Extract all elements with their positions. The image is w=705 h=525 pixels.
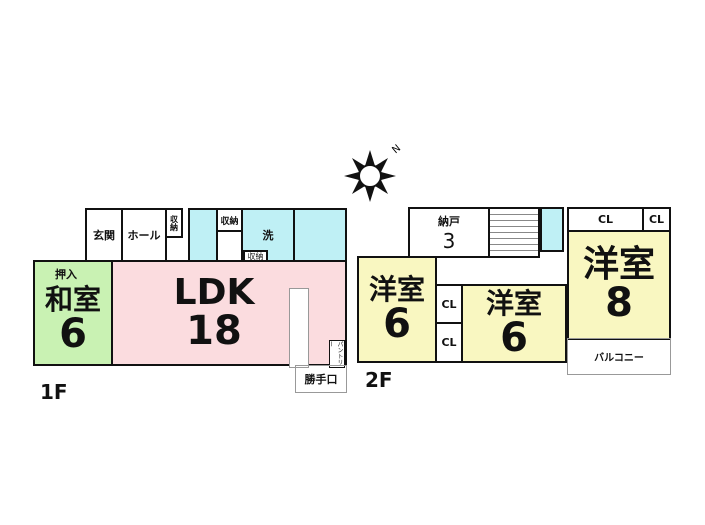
floor-2-label: 2F: [365, 368, 393, 392]
toilet-1f: [188, 208, 218, 262]
kitchen-counter: [289, 288, 309, 368]
storage-2: 収納: [216, 208, 243, 232]
balcony: バルコニー: [567, 338, 671, 375]
hall: ホール: [121, 208, 167, 262]
closet-top: CL: [567, 207, 644, 232]
closet-mid-1: CL: [435, 284, 463, 324]
compass: N: [343, 143, 403, 204]
toilet-2f: [540, 207, 564, 252]
floor-1-label: 1F: [40, 380, 68, 404]
pantry: パントリー: [327, 340, 345, 368]
storage-1: 収納: [165, 208, 183, 238]
closet-mid-2: CL: [435, 322, 463, 363]
japanese-room: 押入 和室 6: [33, 260, 113, 366]
ldk: LDK 18 パントリー: [111, 260, 347, 368]
entrance: 玄関: [85, 208, 123, 262]
service-door: 勝手口: [295, 365, 347, 393]
closet-top-small: CL: [642, 207, 671, 232]
bathroom: [293, 208, 347, 262]
stairs: [488, 207, 540, 258]
sun-compass-icon: [344, 150, 396, 202]
